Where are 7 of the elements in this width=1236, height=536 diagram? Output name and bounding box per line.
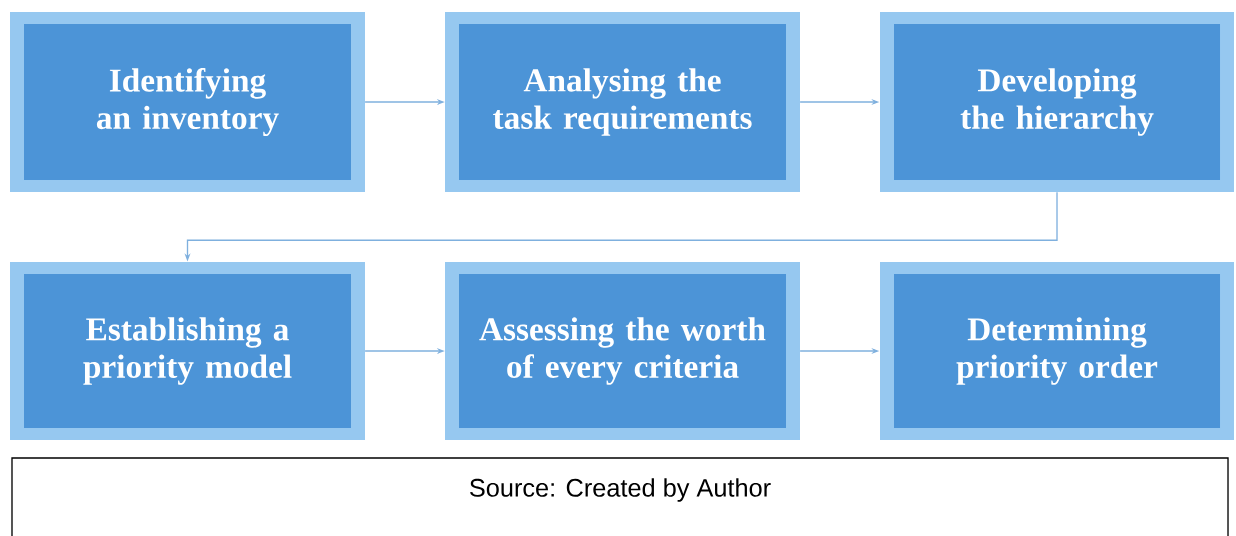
caption-box: Source: Created by Author (11, 457, 1229, 536)
process-box: Developing the hierarchy (880, 12, 1234, 192)
process-box: Assessing the worth of every criteria (445, 262, 800, 440)
process-box: Analysing the task requirements (445, 12, 800, 192)
process-box: Determining priority order (880, 262, 1234, 440)
process-box: Establishing a priority model (10, 262, 365, 440)
process-box: Identifying an inventory (10, 12, 365, 192)
